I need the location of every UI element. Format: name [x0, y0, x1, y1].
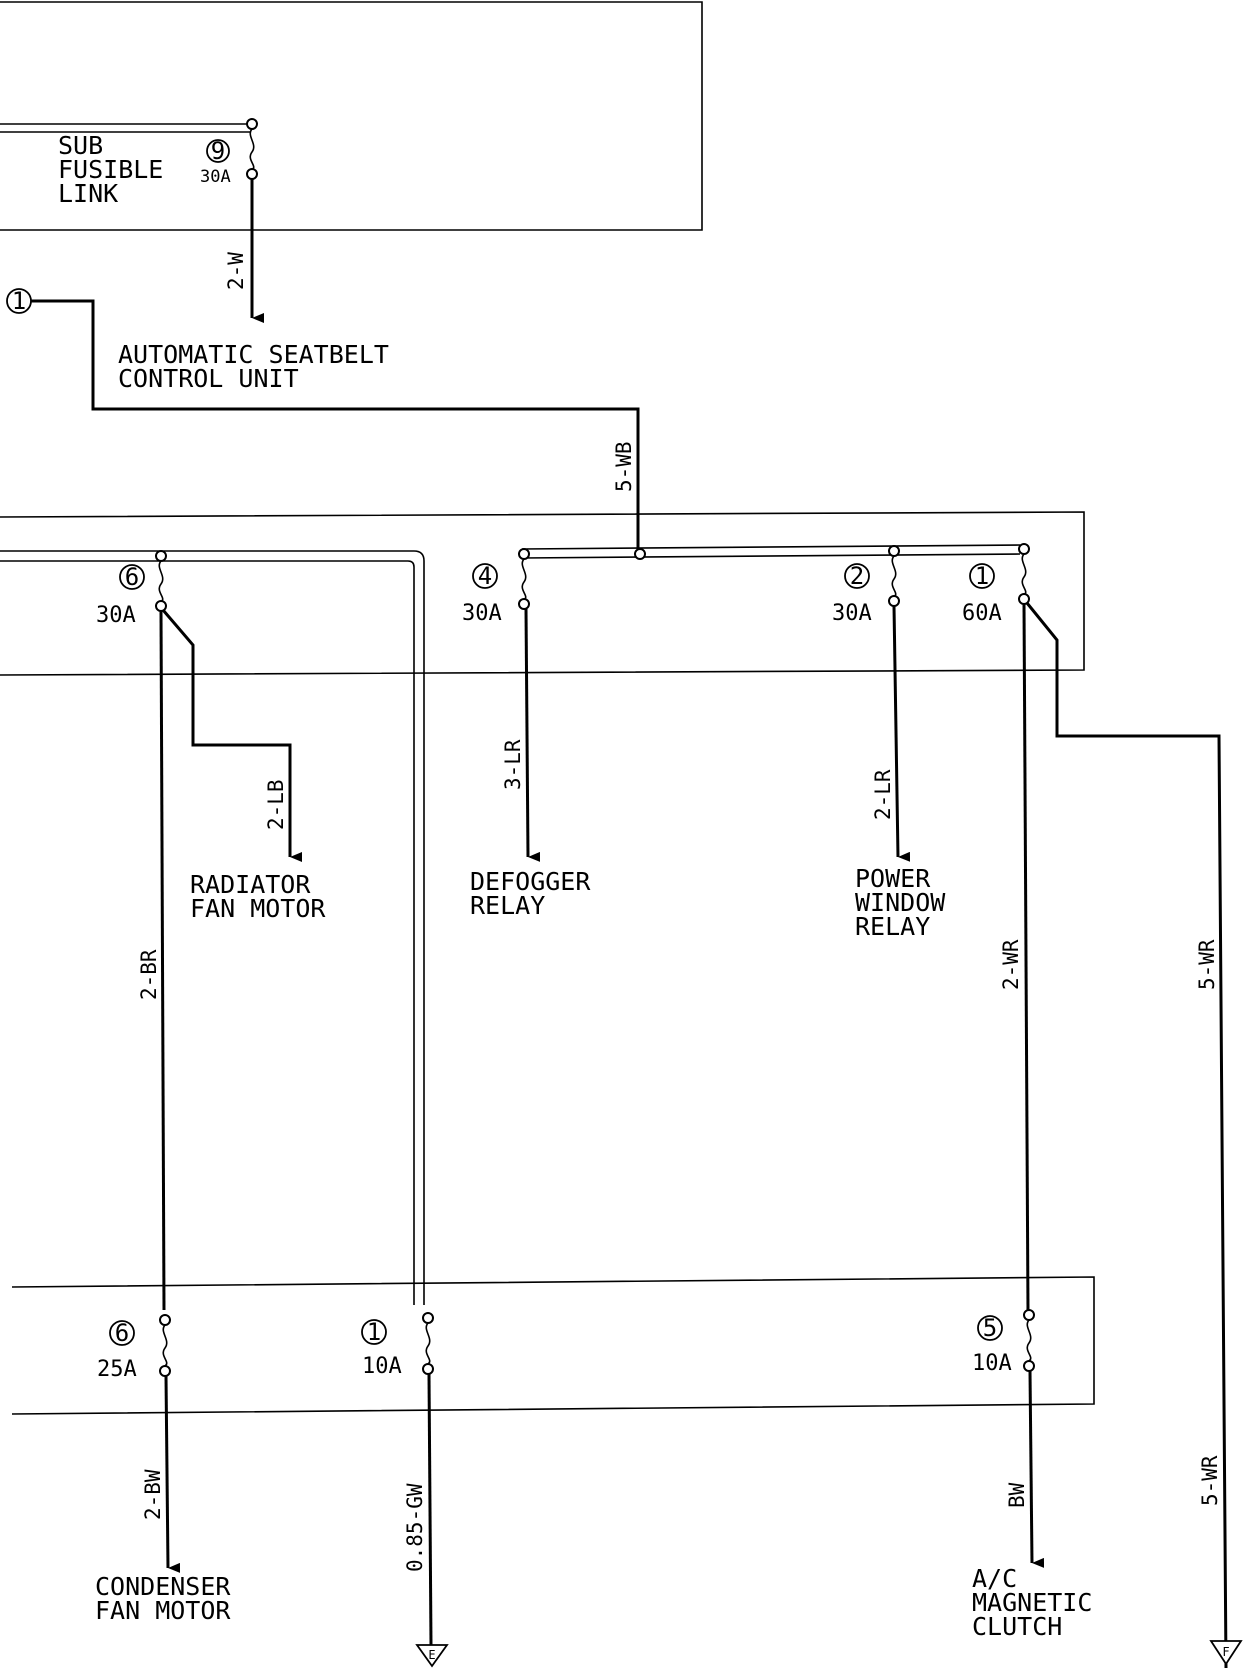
fuse-6-30a: 6 30A — [96, 550, 167, 628]
fuse-6-25a: 6 25A — [97, 1314, 171, 1382]
wire-5wr-lower: 5-WR — [1198, 1455, 1222, 1506]
fuse-6-rating: 30A — [96, 603, 136, 628]
connector-f-label: F — [1222, 1645, 1229, 1659]
wire-2wr: 2-WR — [999, 939, 1023, 990]
fuse-1-10a: 1 10A — [361, 1312, 434, 1379]
connector-f: F — [1209, 1640, 1243, 1666]
wire-2br: 2-BR — [137, 949, 161, 1000]
wire-bw: BW — [1005, 1482, 1029, 1508]
fuse-1-10a-rating: 10A — [362, 1354, 402, 1379]
wire-5wb: 5-WB — [612, 441, 636, 492]
wire-2bw-line — [164, 1375, 181, 1573]
connector-e-label: E — [428, 1648, 435, 1662]
wire-2w: 2-W — [224, 252, 248, 290]
wire-gw-line — [427, 1373, 433, 1646]
wire-2lr: 2-LR — [871, 769, 895, 820]
fuse-25a-number: 6 — [115, 1319, 129, 1347]
seatbelt-unit-label-1: AUTOMATIC SEATBELT — [118, 340, 389, 369]
fuse-5-rating: 10A — [972, 1351, 1012, 1376]
ac-clutch-label-2: MAGNETIC — [972, 1588, 1092, 1617]
fuse-5-10a: 5 10A — [972, 1309, 1035, 1376]
radiator-fan-label-2: FAN MOTOR — [190, 894, 326, 923]
ac-clutch-label-1: A/C — [972, 1564, 1017, 1593]
fuse-1-10a-number: 1 — [367, 1318, 381, 1346]
fuse-4-number: 4 — [478, 562, 492, 590]
fuse-6-number: 6 — [125, 563, 139, 591]
fuse-2-number: 2 — [850, 562, 864, 590]
seatbelt-unit-label-2: CONTROL UNIT — [118, 364, 299, 393]
fuse-2-rating: 30A — [832, 601, 872, 626]
power-window-label-3: RELAY — [855, 912, 930, 941]
fuse-box — [11, 1276, 1095, 1415]
sub-fuse-number: 9 — [211, 137, 225, 165]
sub-fusible-link-box: SUB FUSIBLE LINK 9 30A 2-W AUTOMATIC SEA… — [0, 1, 703, 393]
power-window-label-1: POWER — [855, 864, 931, 893]
fuse-number-circle — [206, 139, 230, 163]
fuse-1-rating: 60A — [962, 601, 1002, 626]
radiator-fan-label-1: RADIATOR — [190, 870, 311, 899]
fuse-25a-rating: 25A — [97, 1357, 137, 1382]
power-window-label-2: WINDOW — [855, 888, 946, 917]
condenser-label-2: FAN MOTOR — [95, 1596, 231, 1625]
fuse-2-30a: 2 30A — [832, 545, 900, 626]
fusible-link-block — [0, 511, 1085, 1305]
connector-1: 1 5-WB — [6, 287, 640, 552]
wire-2wr-line — [1022, 603, 1030, 1313]
wire-5wr-line — [1025, 602, 1228, 1668]
wire-085gw: 0.85-GW — [403, 1483, 427, 1572]
sub-fusible-link-label-3: LINK — [58, 179, 118, 208]
fuse-4-rating: 30A — [462, 601, 502, 626]
defogger-label-2: RELAY — [470, 891, 545, 920]
fuse-1-number: 1 — [975, 562, 989, 590]
wire-3lr: 3-LR — [501, 739, 525, 790]
wire-3lr-line — [524, 608, 541, 862]
connector-e: E — [415, 1644, 449, 1668]
wire-2lr-line — [892, 605, 911, 862]
fuse-4-30a: 4 30A — [462, 548, 530, 626]
sub-fusible-link-label-2: FUSIBLE — [58, 155, 163, 184]
ac-clutch-label-3: CLUTCH — [972, 1612, 1062, 1641]
connector-1-number: 1 — [12, 287, 26, 315]
condenser-label-1: CONDENSER — [95, 1572, 231, 1601]
fuse-1-60a: 1 60A — [962, 543, 1030, 626]
wire-2br-line — [159, 610, 166, 1311]
defogger-label-1: DEFOGGER — [470, 867, 591, 896]
wire-bw-line — [1028, 1370, 1045, 1568]
wire-2bw: 2-BW — [141, 1469, 165, 1520]
wire-5wr-upper: 5-WR — [1195, 939, 1219, 990]
sub-fuse-rating: 30A — [200, 167, 231, 187]
sub-fusible-link-label-1: SUB — [58, 131, 103, 160]
wire-2lb-line — [161, 609, 302, 862]
fuse-5-number: 5 — [983, 1314, 997, 1342]
wire-2lb: 2-LB — [264, 779, 288, 830]
